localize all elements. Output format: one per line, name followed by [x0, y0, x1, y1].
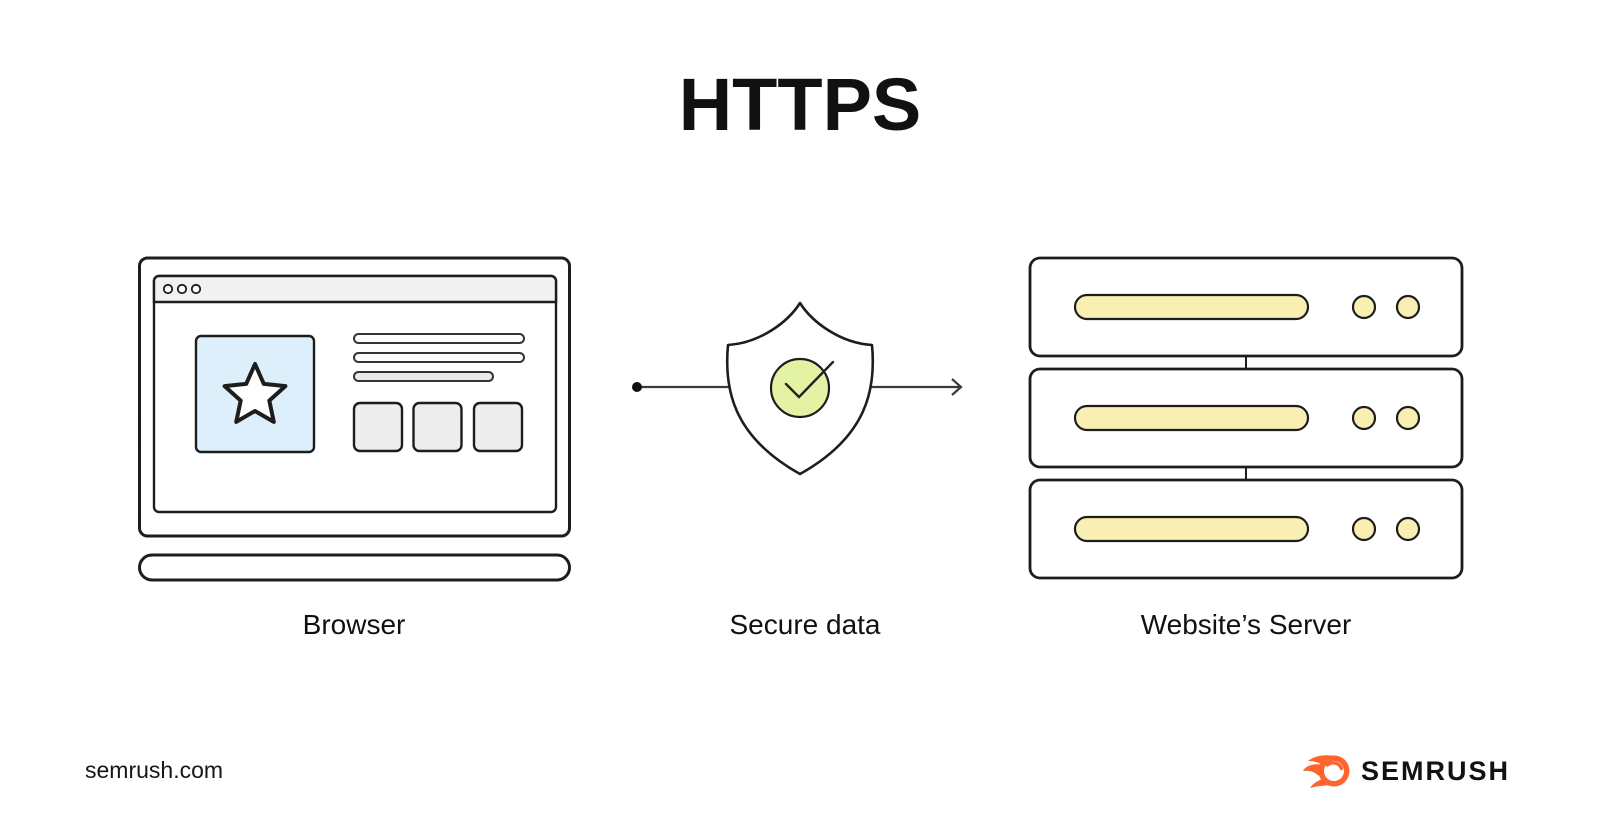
check-icon: [784, 360, 835, 399]
label-website-server: Website’s Server: [1140, 609, 1352, 640]
server-unit: [1028, 478, 1464, 580]
status-light: [1395, 405, 1421, 431]
server-unit: [1028, 367, 1464, 469]
thumbnail-box: [352, 401, 404, 453]
text-line: [353, 352, 525, 363]
check-circle: [769, 357, 831, 419]
label-browser: Browser: [302, 609, 406, 640]
page-title: HTTPS: [678, 63, 922, 146]
text-lines: [353, 333, 525, 382]
arrow-right-icon: [951, 378, 963, 396]
label-secure-data: Secure data: [729, 609, 881, 640]
browser-title-bar: [152, 274, 558, 304]
thumbnail-boxes: [352, 401, 524, 453]
text-line: [353, 371, 494, 382]
thumbnail-box: [472, 401, 524, 453]
window-controls-icon: [162, 283, 202, 295]
browser-illustration: [138, 256, 571, 582]
star-icon: [222, 362, 288, 424]
status-light: [1351, 294, 1377, 320]
laptop-base: [138, 553, 571, 582]
text-line: [353, 333, 525, 344]
drive-bar: [1073, 404, 1310, 432]
footer-site-text: semrush.com: [85, 757, 224, 783]
drive-bar: [1073, 515, 1310, 543]
drive-bar: [1073, 293, 1310, 321]
semrush-flame-icon: [1302, 755, 1350, 788]
semrush-logo: SEMRUSH: [1302, 748, 1510, 794]
status-light: [1351, 405, 1377, 431]
status-light: [1395, 294, 1421, 320]
flow-start-dot: [632, 382, 642, 392]
server-unit: [1028, 256, 1464, 358]
secure-data-illustration: [632, 301, 963, 476]
status-light: [1351, 516, 1377, 542]
server-rack-icon: [1028, 256, 1464, 580]
thumbnail-box: [412, 401, 463, 453]
status-light: [1395, 516, 1421, 542]
brand-text: SEMRUSH: [1360, 755, 1510, 786]
